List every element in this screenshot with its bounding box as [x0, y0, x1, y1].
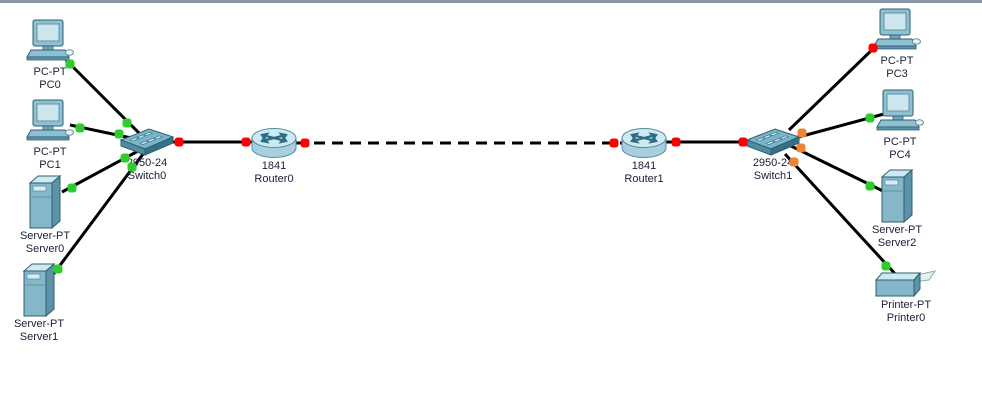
link-switch1-pc4[interactable]: [794, 112, 885, 140]
printer-icon: [874, 270, 937, 298]
device-model-label: 2950-24: [126, 157, 168, 169]
link-switch1-printer0[interactable]: [783, 152, 900, 279]
device-name-label: Server1: [19, 331, 59, 343]
device-model-label: PC-PT: [33, 66, 67, 78]
device-model-label: 1841: [261, 160, 287, 172]
device-model-label: Server-PT: [13, 318, 65, 330]
device-model-label: PC-PT: [883, 136, 917, 148]
server-icon: [22, 263, 56, 317]
device-name-label: PC4: [889, 149, 911, 161]
device-model-label: 2950-24: [752, 157, 794, 169]
device-model-label: PC-PT: [33, 146, 67, 158]
device-model-label: Printer-PT: [880, 299, 932, 311]
device-name-label: Switch0: [127, 170, 167, 182]
pc-icon: [876, 89, 924, 131]
device-name-label: Switch1: [753, 170, 793, 182]
link-switch1-pc3[interactable]: [787, 43, 879, 132]
device-name-label: PC0: [39, 79, 61, 91]
device-model-label: PC-PT: [880, 55, 914, 67]
server-icon: [28, 175, 62, 229]
device-model-label: Server-PT: [19, 230, 71, 242]
pc-icon: [26, 19, 74, 61]
pc-icon: [873, 8, 921, 50]
canvas-top-border: [0, 0, 982, 3]
device-name-label: Server2: [877, 237, 917, 249]
pc-icon: [26, 99, 74, 141]
device-model-label: 1841: [631, 160, 657, 172]
switch-icon: [746, 128, 800, 156]
server-icon: [880, 169, 914, 223]
router-icon: [621, 128, 667, 158]
device-name-label: PC3: [886, 68, 908, 80]
device-name-label: Router1: [624, 173, 664, 185]
device-name-label: Printer0: [886, 312, 926, 324]
switch-icon: [120, 128, 174, 156]
device-name-label: Router0: [254, 173, 294, 185]
device-model-label: Server-PT: [871, 224, 923, 236]
device-name-label: PC1: [39, 159, 61, 171]
device-name-label: Server0: [25, 243, 65, 255]
router-icon: [251, 128, 297, 158]
